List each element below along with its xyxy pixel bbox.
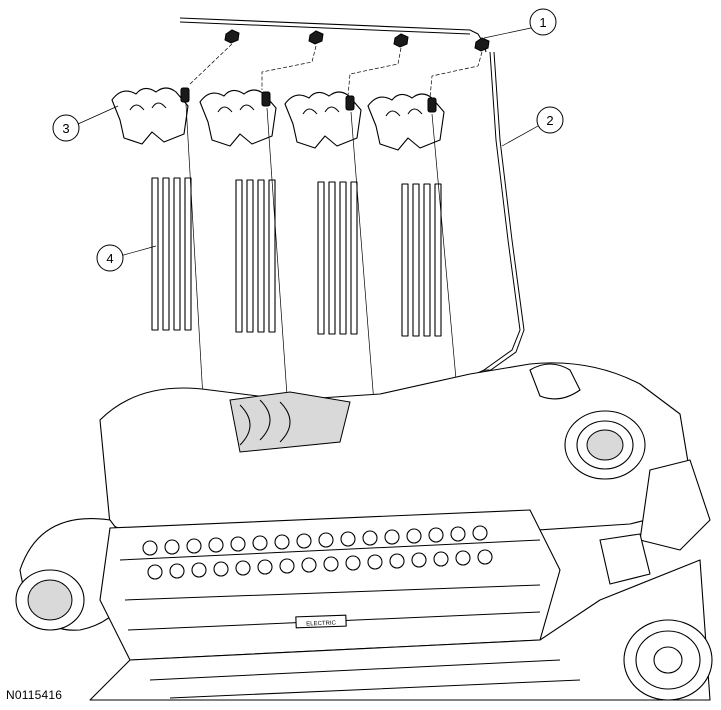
oil-supply-tube xyxy=(179,17,490,99)
callout-1-label: 1 xyxy=(539,15,546,30)
callout-leaders xyxy=(77,27,539,257)
pushrod-set-2 xyxy=(235,179,276,333)
callout-2-label: 2 xyxy=(546,113,553,128)
callout-3: 3 xyxy=(52,114,80,142)
tube-fitting-2 xyxy=(308,30,324,45)
callout-3-label: 3 xyxy=(62,121,69,136)
pushrod-set-3 xyxy=(317,181,358,335)
figure-id: N0115416 xyxy=(6,688,63,702)
engine-plate-label: ELECTRIC xyxy=(306,620,337,627)
callout-4: 4 xyxy=(96,244,124,272)
rocker-arm-assembly-2 xyxy=(199,89,277,147)
rocker-arm-assembly-4 xyxy=(367,93,445,151)
tube-fitting-1 xyxy=(224,29,240,44)
rocker-arm-assembly-3 xyxy=(284,91,362,149)
callout-1: 1 xyxy=(529,8,557,36)
rocker-arm-assembly-1 xyxy=(111,87,190,145)
engine-block: ELECTRIC xyxy=(15,362,713,701)
tube-fitting-4 xyxy=(474,37,490,52)
valve-springs xyxy=(142,525,493,580)
tube-fitting-3 xyxy=(393,33,409,48)
long-oil-tube xyxy=(469,51,525,391)
callout-4-label: 4 xyxy=(106,251,113,266)
pushrod-set-1 xyxy=(151,177,192,331)
pushrod-set-4 xyxy=(401,183,442,337)
callout-2: 2 xyxy=(536,106,564,134)
